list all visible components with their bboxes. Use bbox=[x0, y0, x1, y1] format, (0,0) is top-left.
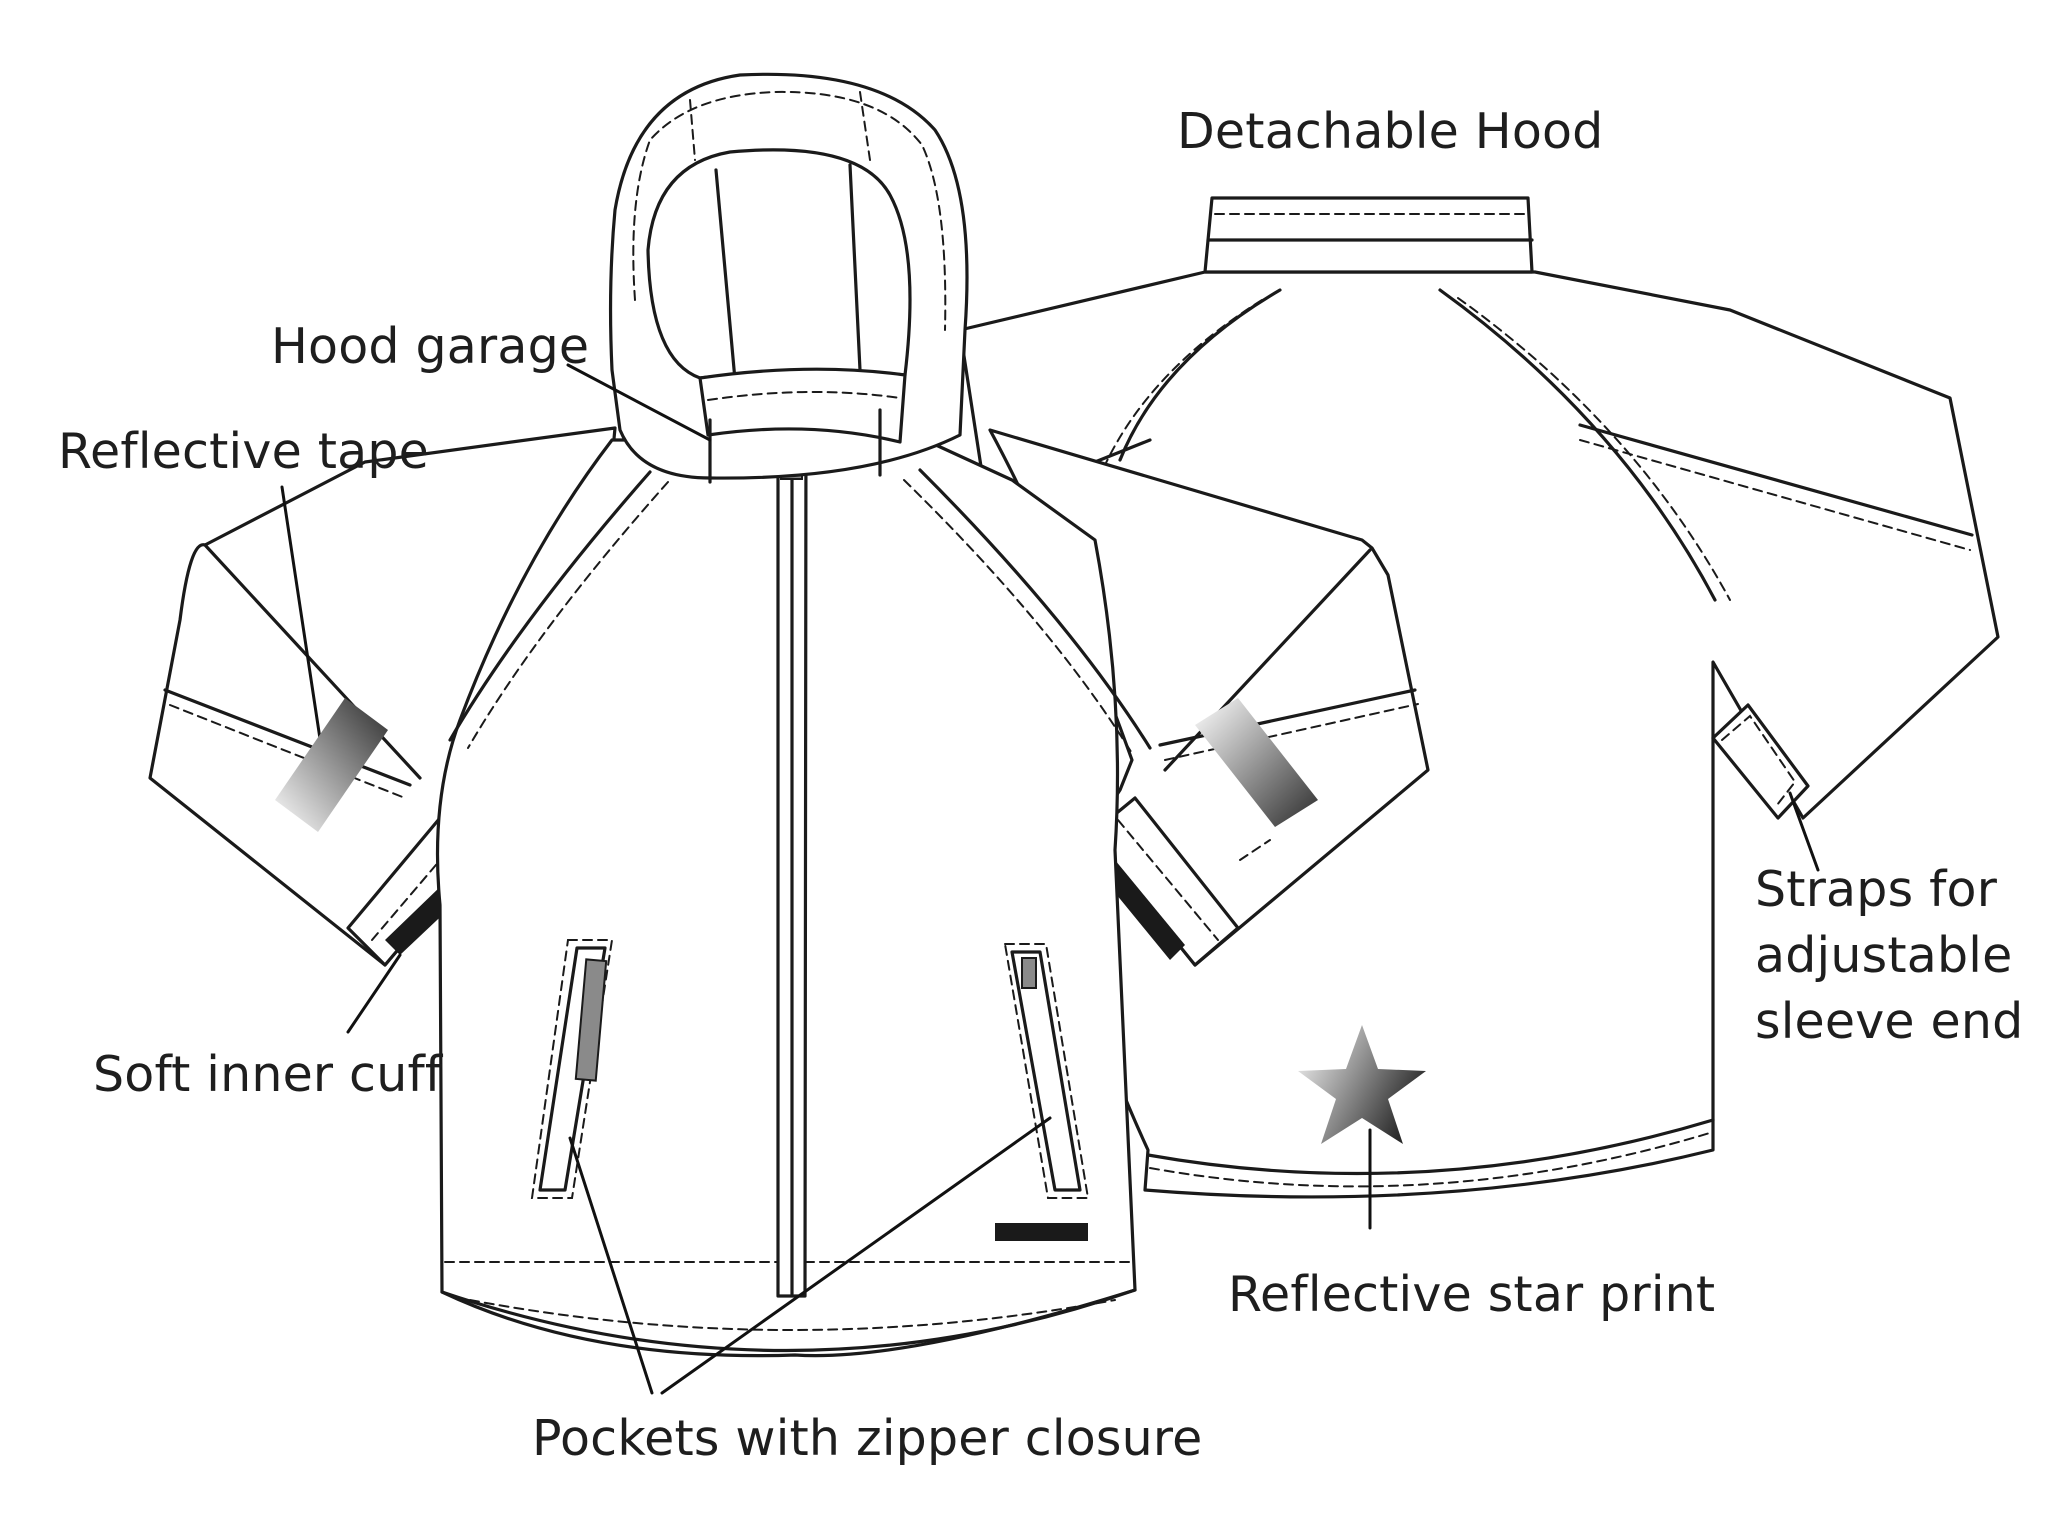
back-collar bbox=[1203, 196, 1534, 274]
label-straps-line3: sleeve end bbox=[1755, 993, 2024, 1050]
front-view bbox=[148, 72, 1430, 1358]
leader-reflective-tape bbox=[280, 485, 324, 754]
hood-garage-collar bbox=[698, 367, 907, 444]
reflective-tape-left bbox=[275, 698, 388, 832]
soft-inner-cuff-right bbox=[1098, 860, 1185, 960]
leader-pocket-right bbox=[660, 1116, 1052, 1395]
label-straps: Straps for adjustable sleeve end bbox=[1755, 857, 2023, 1055]
label-straps-line1: Straps for bbox=[1755, 861, 1998, 918]
leader-pocket-left bbox=[568, 1136, 654, 1395]
leader-hood-garage bbox=[566, 363, 712, 442]
label-detachable-hood: Detachable Hood bbox=[1177, 103, 1604, 160]
leader-straps bbox=[1788, 791, 1820, 872]
label-straps-line2: adjustable bbox=[1755, 927, 2013, 984]
leader-lines bbox=[280, 363, 1820, 1395]
label-reflective-star: Reflective star print bbox=[1228, 1266, 1716, 1323]
hood-opening bbox=[646, 148, 912, 380]
reflective-tape-right bbox=[1195, 698, 1318, 827]
sleeve-strap bbox=[1711, 703, 1810, 820]
brand-patch bbox=[995, 1223, 1088, 1241]
label-reflective-tape: Reflective tape bbox=[58, 423, 429, 480]
zipper-pull-icon bbox=[574, 958, 608, 1082]
star-print-icon bbox=[1298, 1025, 1426, 1144]
label-hood-garage: Hood garage bbox=[271, 318, 590, 375]
label-soft-inner-cuff: Soft inner cuff bbox=[93, 1046, 443, 1103]
leader-soft-inner-cuff bbox=[346, 953, 402, 1034]
label-pockets: Pockets with zipper closure bbox=[532, 1410, 1203, 1467]
right-pocket bbox=[1010, 950, 1082, 1192]
